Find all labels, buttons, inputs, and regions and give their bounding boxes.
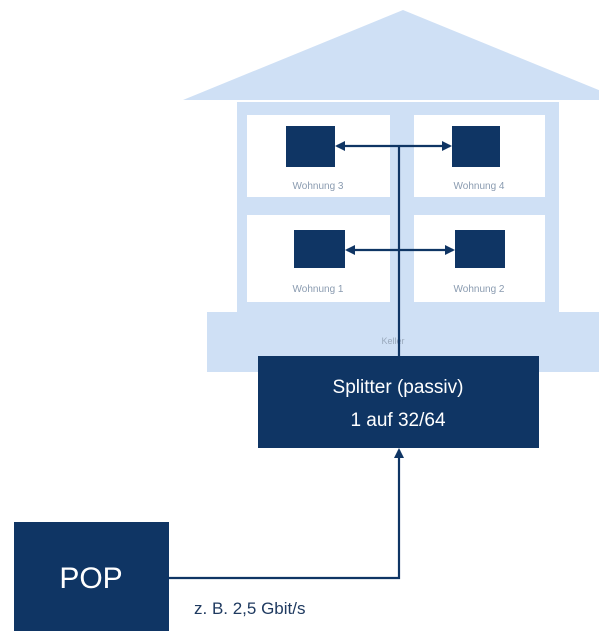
device-wohnung-3 <box>286 126 335 167</box>
splitter-label-line2: 1 auf 32/64 <box>350 410 446 431</box>
feeder-line <box>168 448 404 580</box>
speed-label: z. B. 2,5 Gbit/s <box>194 599 306 618</box>
fiber-lines <box>168 141 455 580</box>
room-label-wohnung-3: Wohnung 3 <box>293 181 344 192</box>
device-wohnung-2 <box>455 230 505 268</box>
device-wohnung-4 <box>452 126 500 167</box>
room-label-wohnung-1: Wohnung 1 <box>293 284 344 295</box>
room-label-wohnung-4: Wohnung 4 <box>454 181 505 192</box>
device-wohnung-1 <box>294 230 345 268</box>
pop-box: POP <box>14 522 169 631</box>
room-label-wohnung-2: Wohnung 2 <box>454 284 505 295</box>
pop-label: POP <box>59 562 122 595</box>
house-roof <box>183 10 599 100</box>
splitter-box: Splitter (passiv) 1 auf 32/64 <box>258 356 539 448</box>
basement-label: Keller <box>381 336 404 346</box>
splitter-label-line1: Splitter (passiv) <box>333 377 464 398</box>
